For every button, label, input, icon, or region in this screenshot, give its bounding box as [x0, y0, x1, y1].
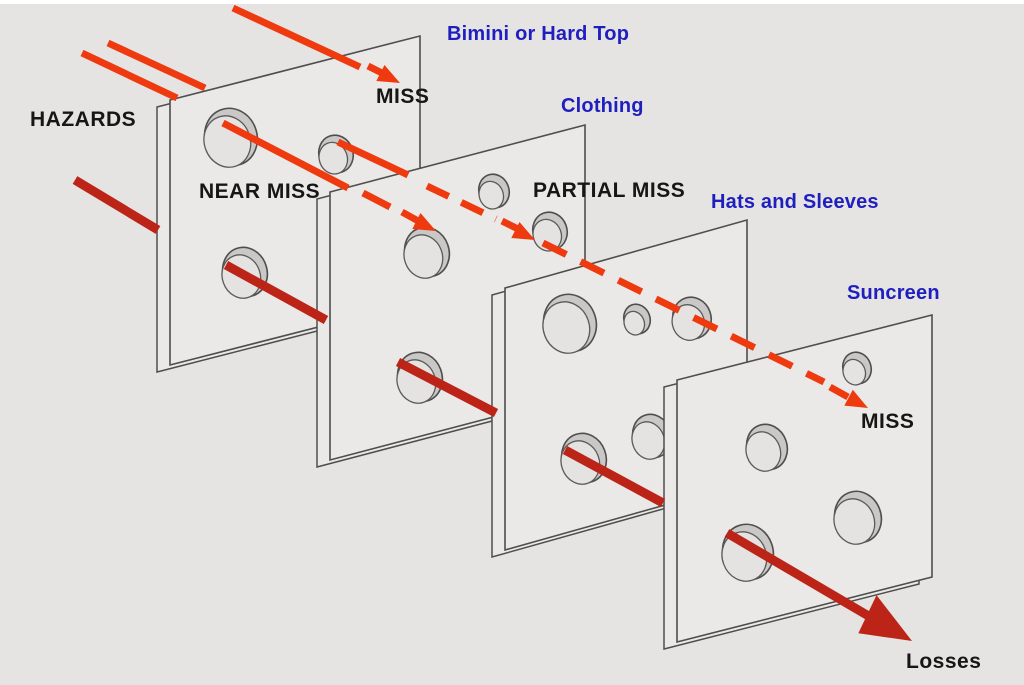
hazard-ray-over-top: [231, 4, 362, 71]
near-miss-label: NEAR MISS: [199, 180, 321, 203]
near-miss-ray: [221, 119, 350, 192]
hole: [671, 296, 713, 341]
hole: [531, 211, 569, 252]
hole: [841, 351, 873, 386]
hole: [542, 293, 598, 354]
partial-miss-ray-solid: [336, 138, 410, 179]
loss-ray-segment-4: [562, 446, 666, 507]
partial-miss-label: PARTIAL MISS: [533, 179, 686, 202]
loss-ray-segment-5: [724, 529, 875, 622]
miss-top-label: MISS: [376, 85, 430, 108]
hole: [833, 490, 883, 545]
hazard-ray-blocked-1: [106, 39, 207, 92]
hole: [745, 423, 789, 472]
hole: [477, 173, 511, 210]
hole: [622, 303, 652, 336]
miss-right-label: MISS: [861, 410, 915, 433]
miss-right-arrow-tail: [828, 383, 850, 401]
barrier-label-hats-and-sleeves: Hats and Sleeves: [711, 191, 879, 213]
loss-ray-segment-1: [72, 176, 161, 234]
hazard-rays: [80, 4, 873, 416]
barrier-label-clothing: Clothing: [561, 95, 644, 117]
partial-miss-ray-dashed-2: [541, 239, 826, 386]
hole: [403, 226, 451, 279]
loss-ray-segment-3: [395, 358, 499, 417]
losses-label: Losses: [906, 650, 982, 673]
near-miss-dash: [361, 189, 392, 211]
hazards-label: HAZARDS: [30, 108, 137, 131]
image-border: [0, 0, 1024, 4]
partial-miss-arrow-tail: [500, 217, 520, 233]
partial-miss-ray-dashed-1: [425, 182, 498, 223]
barrier-label-suncreen: Suncreen: [847, 282, 940, 304]
barrier-label-bimini-or-hard-top: Bimini or Hard Top: [447, 23, 630, 45]
loss-ray-segment-2: [223, 261, 329, 324]
hazard-ray-blocked-2: [80, 49, 179, 102]
loss-ray: [72, 176, 923, 660]
